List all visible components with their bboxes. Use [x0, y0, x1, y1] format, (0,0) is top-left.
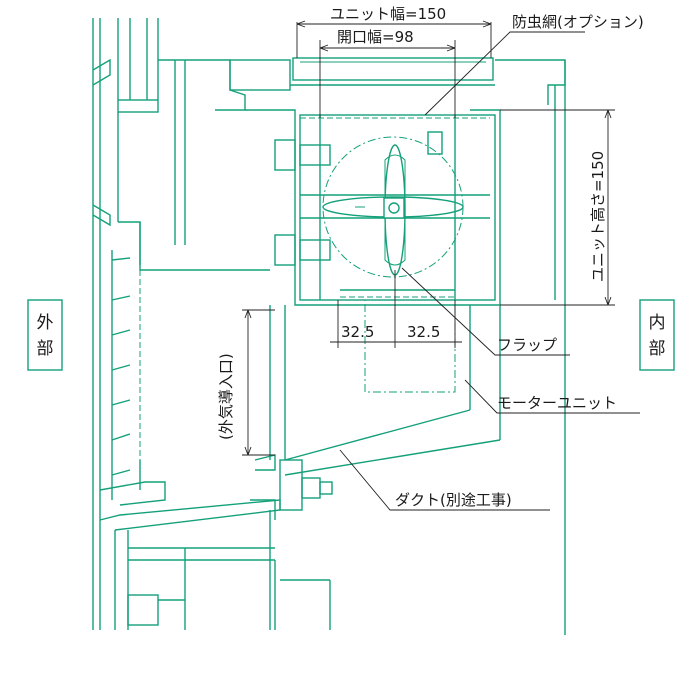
- exterior-label-top: 外: [37, 313, 54, 333]
- interior-label-bottom: 部: [649, 339, 666, 359]
- unit-width-label: ユニット幅=150: [330, 5, 446, 23]
- dim-opening-width: [319, 40, 456, 118]
- duct-label: ダクト(別途工事): [395, 491, 512, 509]
- exterior-label-box: [27, 299, 63, 371]
- duct: [250, 299, 501, 520]
- dim-flap-offsets: [330, 270, 462, 348]
- dim-left-label: 32.5: [341, 323, 374, 341]
- exterior-frame: [92, 18, 331, 630]
- dim-outside-air-inlet: [242, 309, 275, 456]
- opening-width-label: 開口幅=98: [337, 28, 414, 46]
- motor-unit-label: モーターユニット: [497, 394, 617, 412]
- insect-screen-label: 防虫網(オプション): [512, 13, 644, 31]
- unit-height-label: ユニット高さ=150: [589, 151, 607, 282]
- insect-screen-leader: [424, 31, 585, 116]
- duct-leader: [339, 449, 550, 511]
- flap-leader: [401, 267, 570, 356]
- flap-label: フラップ: [497, 336, 557, 354]
- unit-housing: [229, 57, 501, 306]
- interior-label-box: [639, 299, 675, 371]
- dim-right-label: 32.5: [407, 323, 440, 341]
- dim-unit-width: [296, 20, 492, 58]
- exterior-label-bottom: 部: [37, 339, 54, 359]
- dim-unit-height: [500, 109, 615, 306]
- interior-wall: [290, 59, 566, 635]
- interior-label-top: 内: [649, 313, 666, 333]
- motor-unit-leader: [464, 379, 640, 414]
- outside-air-inlet-label: (外気導入口): [217, 353, 235, 440]
- flap: [322, 136, 464, 278]
